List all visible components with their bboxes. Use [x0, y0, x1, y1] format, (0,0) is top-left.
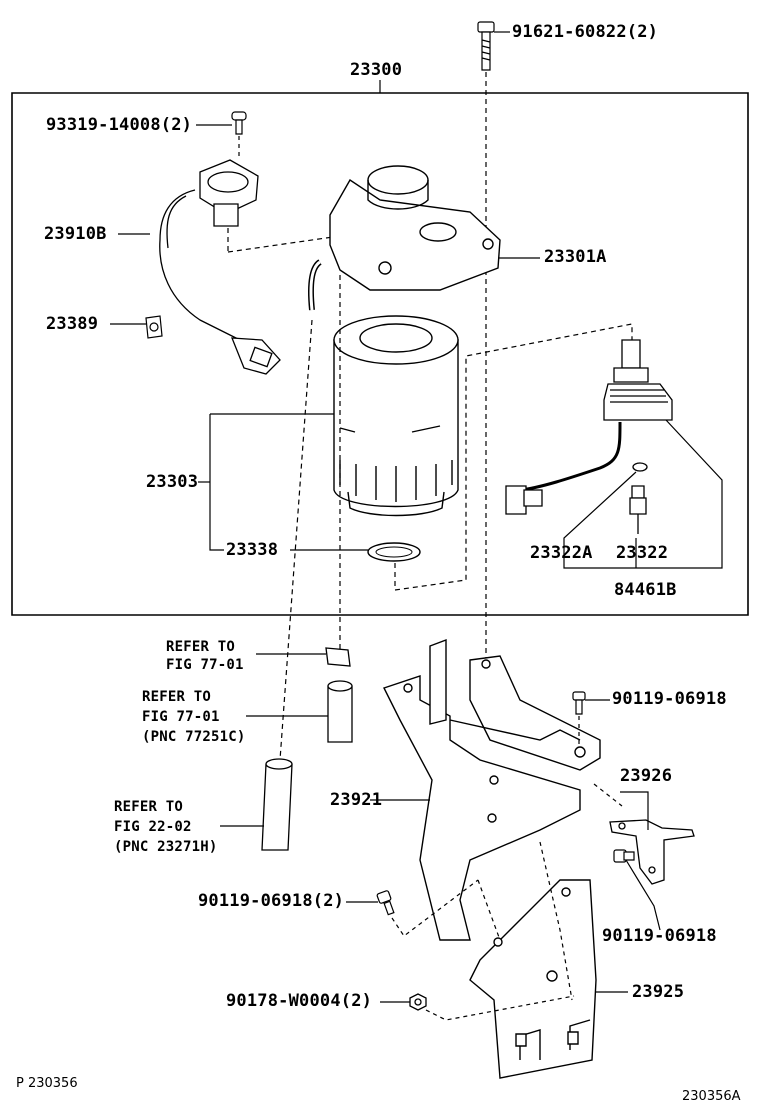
label-stay-23926: 23926	[620, 766, 673, 786]
bolt-90119-lower-icon	[614, 850, 634, 862]
label-head-23301a: 23301A	[544, 247, 607, 267]
label-nut-90178: 90178-W0004(2)	[226, 991, 373, 1011]
ref2-line2: FIG 77-01	[142, 709, 220, 725]
hose-clip-icon	[326, 648, 350, 666]
footer-fig-code: 230356A	[682, 1089, 741, 1104]
footer-page-code: P 230356	[16, 1076, 78, 1091]
stay-23926-icon	[610, 820, 694, 884]
switch-23322-icon	[506, 340, 672, 534]
label-switch-23322: 23322	[616, 543, 669, 563]
label-oring-23338: 23338	[226, 540, 279, 560]
ref2-line3: (PNC 77251C)	[142, 729, 246, 745]
label-bolt-90119-left: 90119-06918(2)	[198, 891, 345, 911]
filter-head-23301a-icon	[311, 166, 500, 310]
bolt-91621-icon	[478, 22, 494, 70]
ref3-line2: FIG 22-02	[114, 819, 192, 835]
label-screw-93319: 93319-14008(2)	[46, 115, 193, 135]
screw-93319-icon	[232, 112, 246, 134]
ref1-line1: REFER TO	[166, 639, 236, 655]
sensor-23910b-icon	[160, 160, 280, 374]
ref3-line1: REFER TO	[114, 799, 184, 815]
hose-23271h-icon	[262, 759, 292, 850]
plate-23925-icon	[470, 880, 596, 1078]
nut-90178-icon	[410, 994, 426, 1010]
bolt-90119-right-icon	[573, 692, 585, 714]
filter-element-23303-icon	[334, 316, 458, 516]
label-switch-84461b: 84461B	[614, 580, 677, 600]
label-bolt-90119-right: 90119-06918	[612, 689, 727, 709]
clamp-23389-icon	[146, 316, 162, 338]
label-bolt-90119-lower: 90119-06918	[602, 926, 717, 946]
label-bracket-23921: 23921	[330, 790, 383, 810]
bolt-90119-left-icon	[377, 890, 394, 914]
ref1-line2: FIG 77-01	[166, 657, 244, 673]
label-plate-23925: 23925	[632, 982, 685, 1002]
hose-77251c-icon	[328, 681, 352, 742]
oring-23338-icon	[368, 543, 420, 561]
ref2-line1: REFER TO	[142, 689, 212, 705]
label-sensor-23910b: 23910B	[44, 224, 107, 244]
label-clamp-23389: 23389	[46, 314, 99, 334]
label-switch-23322a: 23322A	[530, 543, 593, 563]
label-element-23303: 23303	[146, 472, 199, 492]
label-bolt-91621: 91621-60822(2)	[512, 22, 659, 42]
label-assy-23300: 23300	[350, 60, 403, 80]
bracket-23921-icon	[384, 640, 600, 940]
ref3-line3: (PNC 23271H)	[114, 839, 218, 855]
